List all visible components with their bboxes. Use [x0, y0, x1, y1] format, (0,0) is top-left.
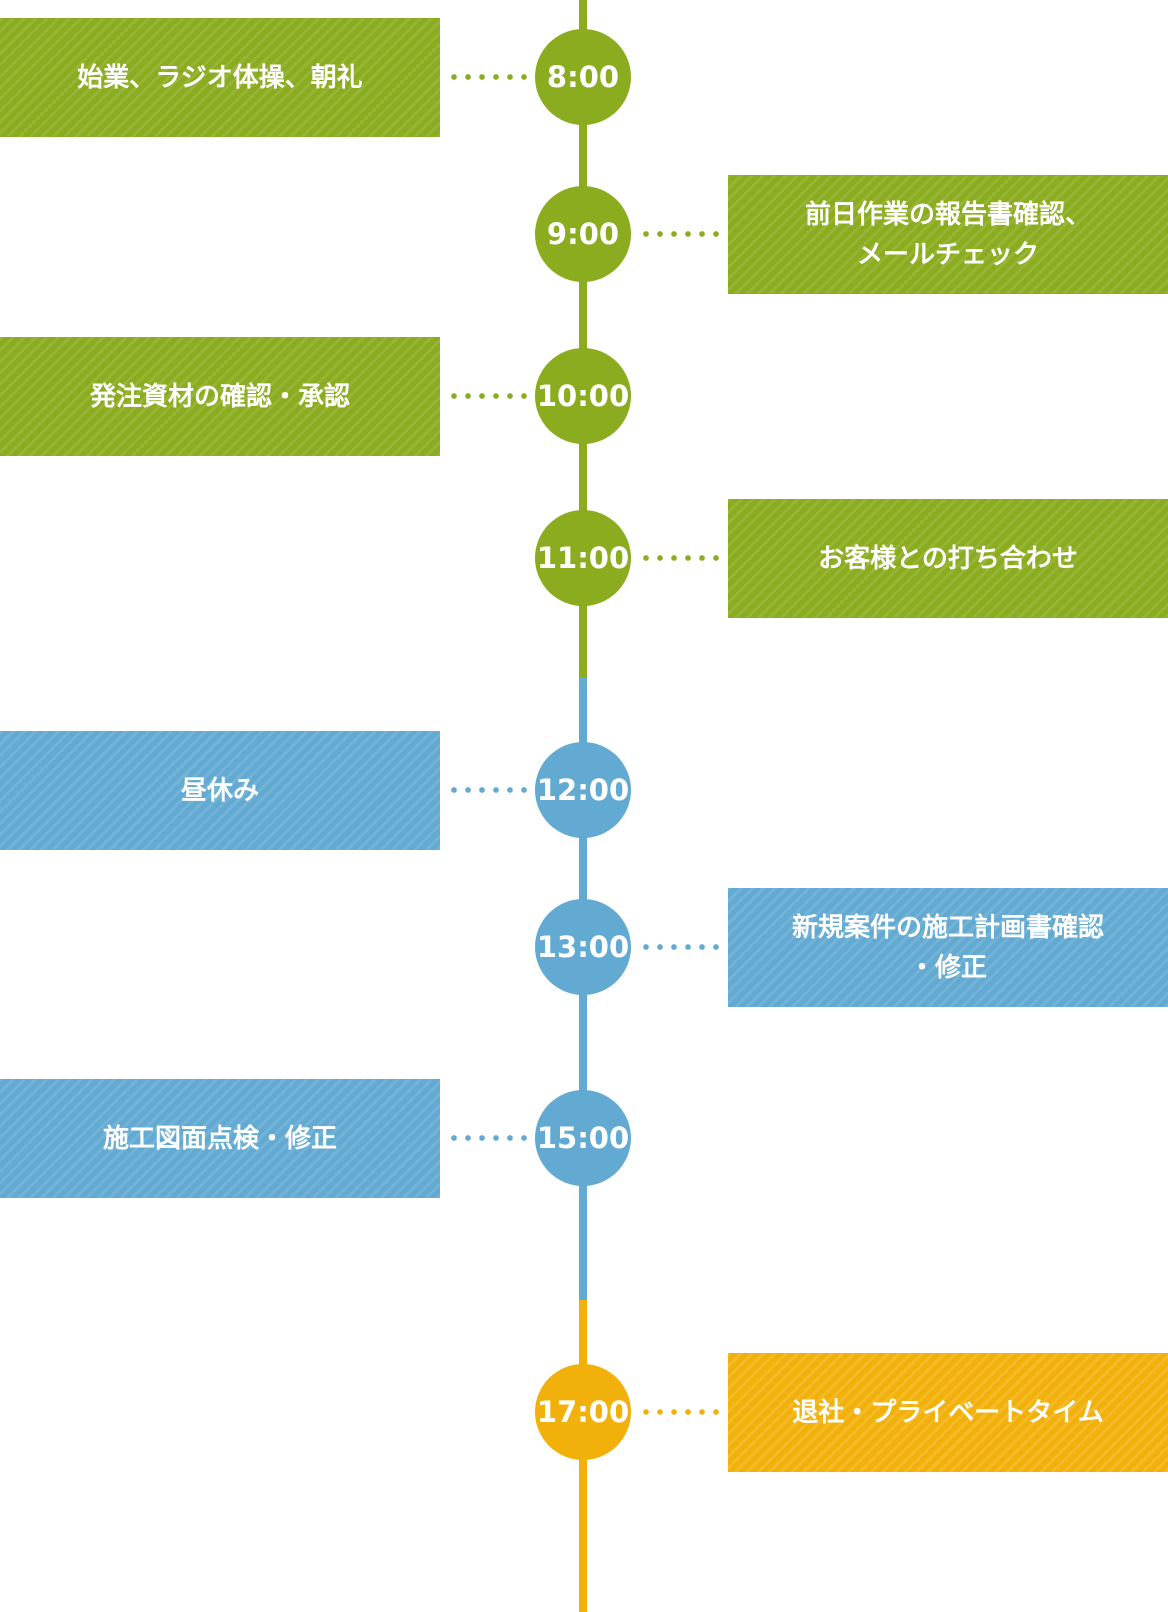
event-label: 前日作業の報告書確認、 メールチェック [804, 199, 1091, 270]
event-label: お客様との打ち合わせ [818, 543, 1078, 574]
event-label-box: 始業、ラジオ体操、朝礼 [0, 18, 440, 137]
time-circle: 8:00 [535, 29, 631, 125]
event-label-box: 昼休み [0, 731, 440, 850]
time-circle: 9:00 [535, 186, 631, 282]
time-circle: 12:00 [535, 742, 631, 838]
time-circle: 11:00 [535, 510, 631, 606]
event-label: 昼休み [180, 775, 259, 806]
event-label: 退社・プライベートタイム [792, 1397, 1104, 1428]
dotted-connector [636, 555, 724, 561]
time-label: 11:00 [536, 541, 630, 575]
dotted-connector [636, 231, 724, 237]
dotted-connector [444, 393, 532, 399]
time-label: 17:00 [536, 1395, 630, 1429]
time-label: 9:00 [546, 217, 620, 251]
event-label-box: 退社・プライベートタイム [728, 1353, 1168, 1472]
event-label: 新規案件の施工計画書確認 ・修正 [791, 912, 1104, 983]
time-circle: 17:00 [535, 1364, 631, 1460]
dotted-connector [636, 944, 724, 950]
event-label: 施工図面点検・修正 [102, 1123, 337, 1154]
event-label-box: お客様との打ち合わせ [728, 499, 1168, 618]
time-label: 8:00 [546, 60, 620, 94]
dotted-connector [444, 74, 532, 80]
event-label: 発注資材の確認・承認 [89, 381, 350, 412]
time-circle: 10:00 [535, 348, 631, 444]
time-label: 12:00 [536, 773, 630, 807]
event-label-box: 施工図面点検・修正 [0, 1079, 440, 1198]
event-label-box: 発注資材の確認・承認 [0, 337, 440, 456]
dotted-connector [444, 1135, 532, 1141]
time-circle: 15:00 [535, 1090, 631, 1186]
event-label-box: 新規案件の施工計画書確認 ・修正 [728, 888, 1168, 1007]
time-label: 13:00 [536, 930, 630, 964]
time-label: 10:00 [536, 379, 630, 413]
time-label: 15:00 [536, 1121, 630, 1155]
dotted-connector [636, 1409, 724, 1415]
timeline-line-morning [579, 0, 587, 677]
event-label: 始業、ラジオ体操、朝礼 [77, 62, 363, 93]
dotted-connector [444, 787, 532, 793]
event-label-box: 前日作業の報告書確認、 メールチェック [728, 175, 1168, 294]
time-circle: 13:00 [535, 899, 631, 995]
